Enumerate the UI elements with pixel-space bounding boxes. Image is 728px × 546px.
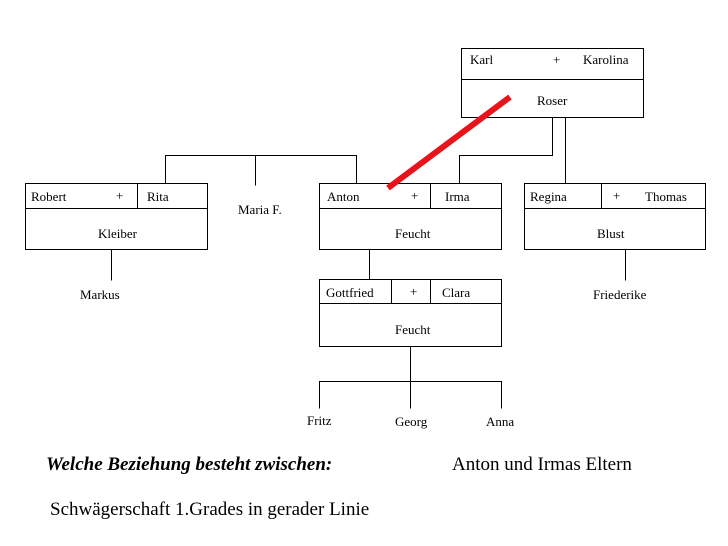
connector-sibling-bar bbox=[165, 155, 357, 184]
surname-kleiber: Kleiber bbox=[98, 226, 137, 241]
friederike-label: Friederike bbox=[593, 287, 647, 302]
surname-feucht: Feucht bbox=[395, 226, 431, 241]
gottfried-label: Gottfried bbox=[326, 285, 374, 300]
regina-label: Regina bbox=[530, 189, 567, 204]
box-anton-irma bbox=[319, 183, 502, 250]
highlight-relationship-line bbox=[386, 94, 512, 191]
question-prompt: Welche Beziehung besteht zwischen: bbox=[46, 454, 333, 475]
plus-sign: + bbox=[411, 188, 419, 203]
box-regina-thomas bbox=[524, 183, 706, 250]
box-robert-rita bbox=[25, 183, 208, 250]
rita-label: Rita bbox=[147, 189, 169, 204]
karolina-label: Karolina bbox=[583, 52, 629, 67]
anton-label: Anton bbox=[327, 189, 360, 204]
clara-label: Clara bbox=[442, 285, 471, 300]
robert-label: Robert bbox=[31, 189, 67, 204]
plus-sign: + bbox=[410, 284, 418, 299]
plus-sign: + bbox=[553, 52, 561, 67]
surname-roser: Roser bbox=[537, 93, 568, 108]
thomas-label: Thomas bbox=[645, 189, 687, 204]
fritz-label: Fritz bbox=[307, 413, 332, 428]
irma-label: Irma bbox=[445, 189, 470, 204]
markus-label: Markus bbox=[80, 287, 120, 302]
plus-sign: + bbox=[116, 188, 124, 203]
anna-label: Anna bbox=[486, 414, 515, 429]
connector-karl-karolina-to-children bbox=[459, 117, 553, 184]
georg-label: Georg bbox=[395, 414, 428, 429]
maria-label: Maria F. bbox=[238, 202, 282, 217]
surname-feucht: Feucht bbox=[395, 322, 431, 337]
answer-text: Schwägerschaft 1.Grades in gerader Linie bbox=[50, 499, 370, 520]
plus-sign: + bbox=[613, 188, 621, 203]
surname-blust: Blust bbox=[597, 226, 625, 241]
question-subject: Anton und Irmas Eltern bbox=[452, 454, 632, 475]
karl-label: Karl bbox=[470, 52, 494, 67]
